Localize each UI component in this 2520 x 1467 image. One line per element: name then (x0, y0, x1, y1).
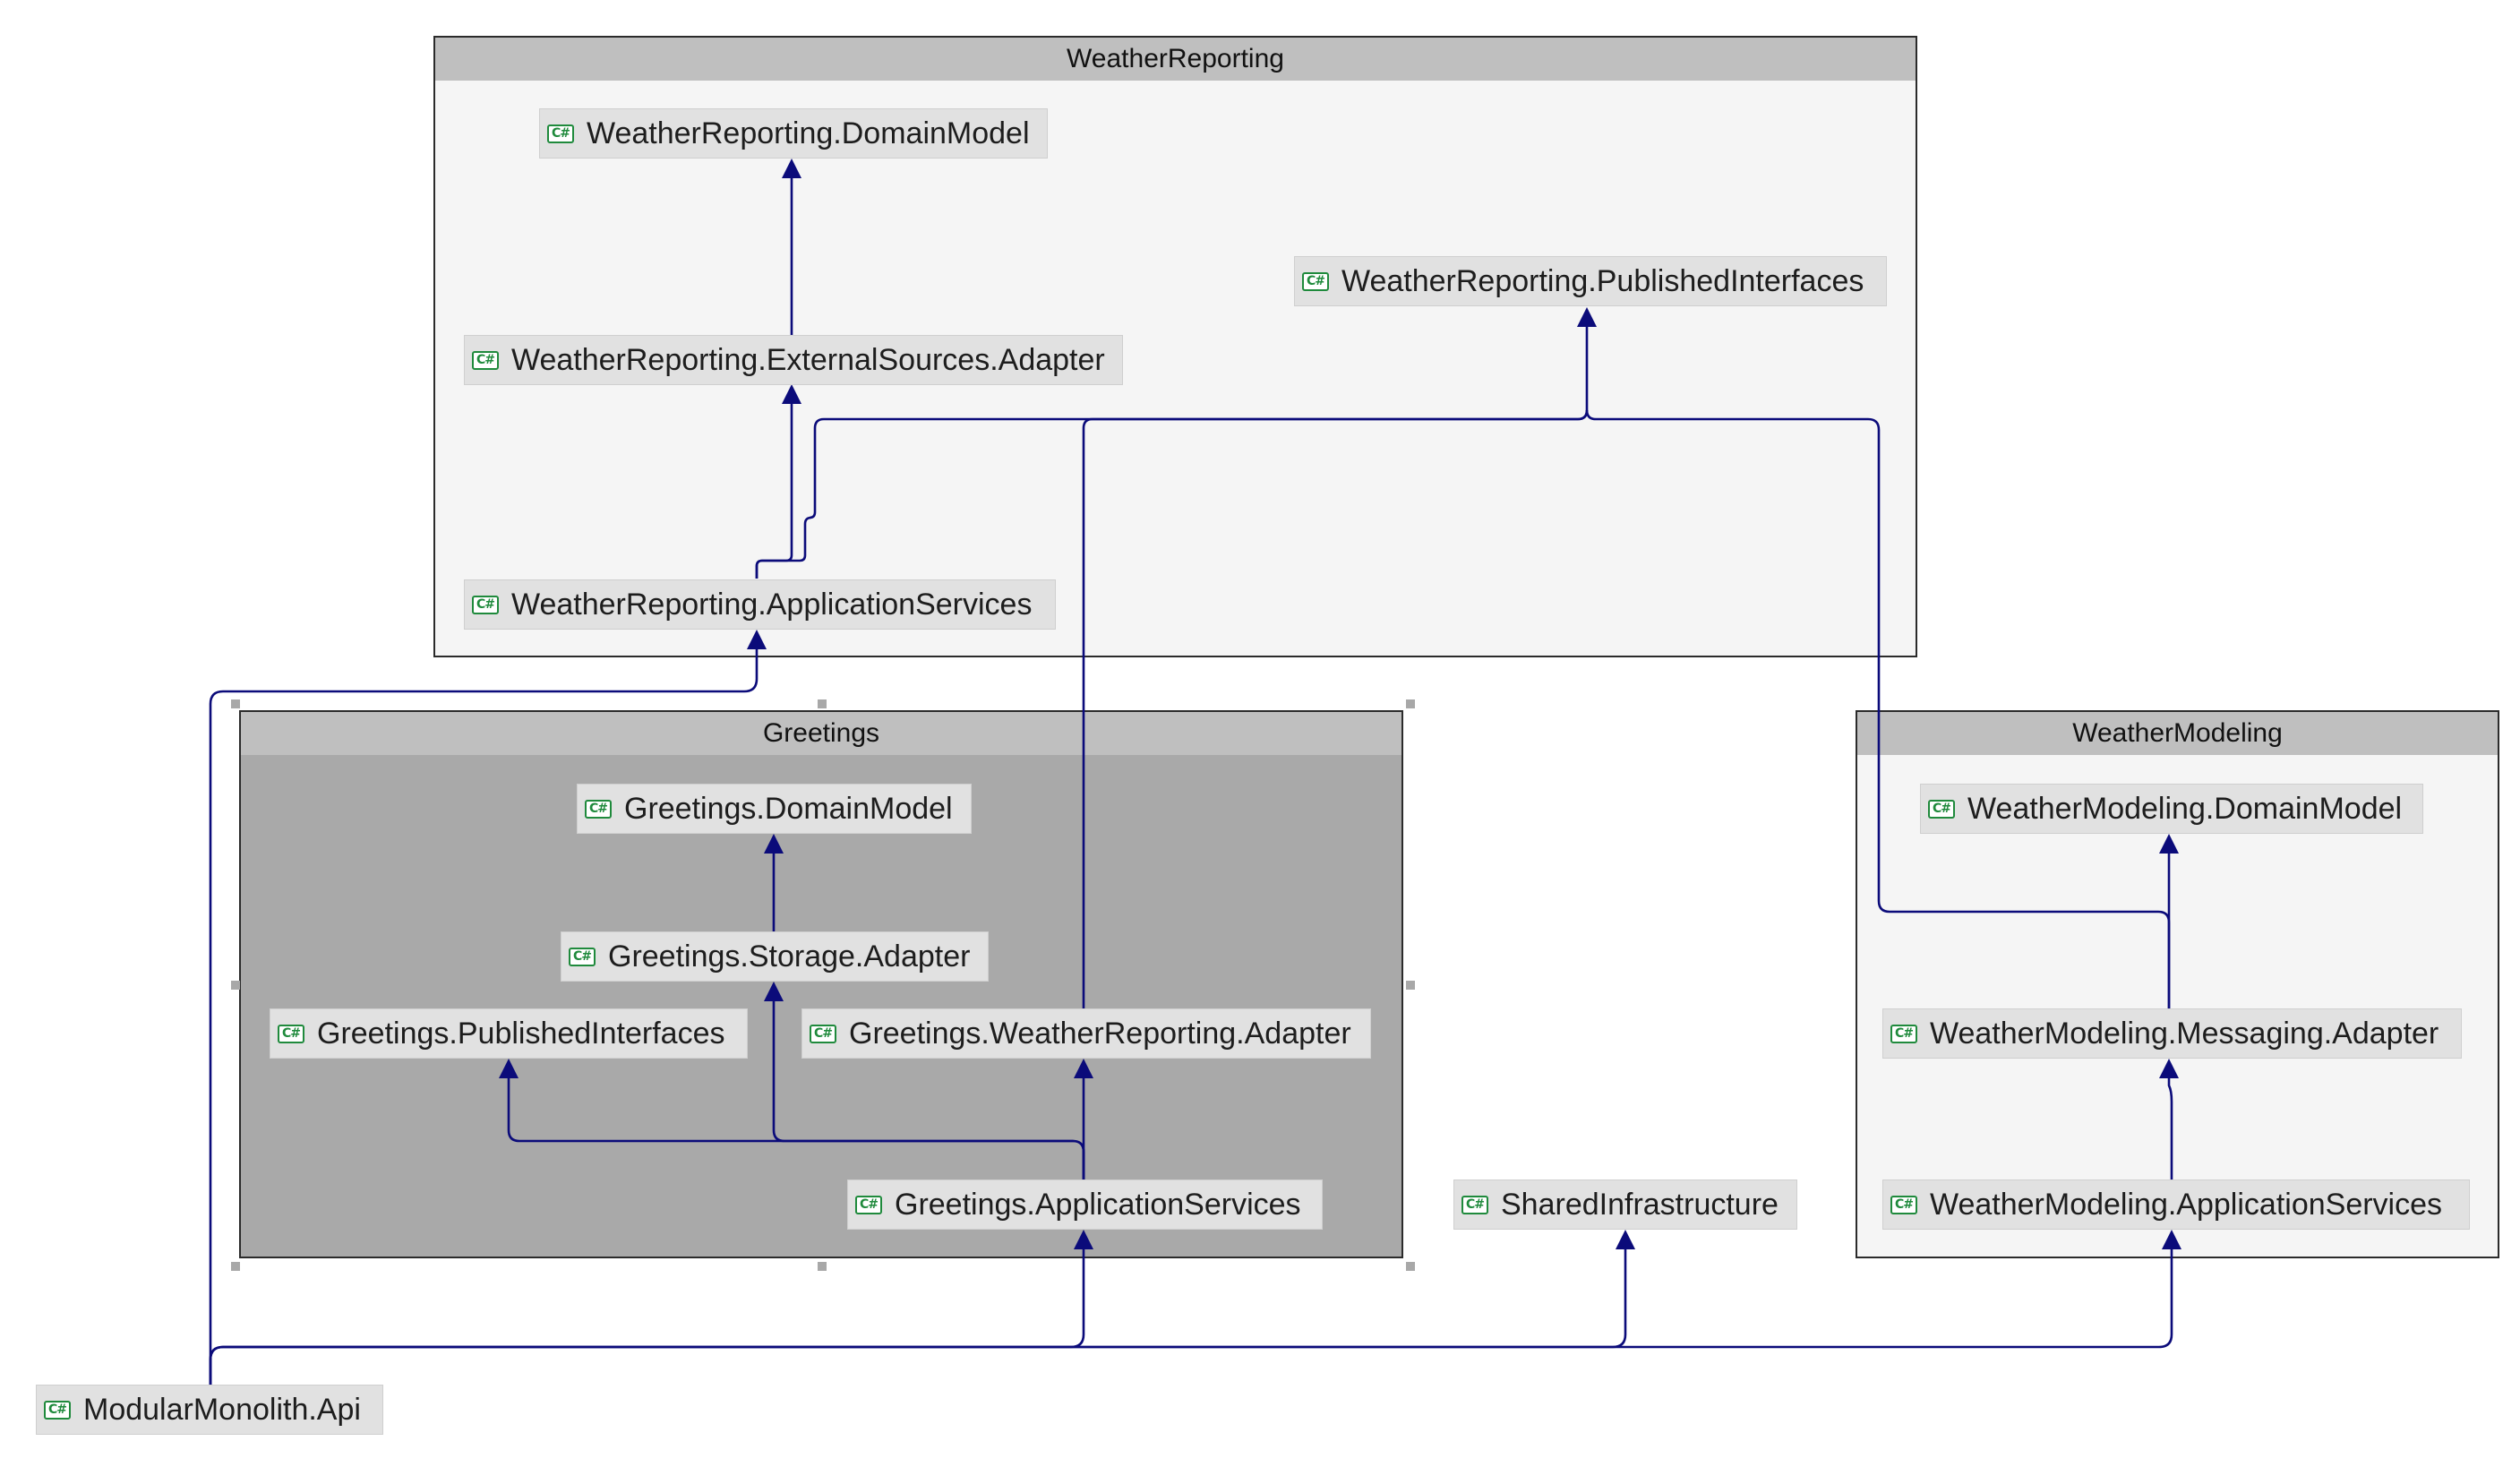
node-weather-reporting-external-sources-adapter[interactable]: C# WeatherReporting.ExternalSources.Adap… (464, 335, 1123, 385)
node-modular-monolith-api[interactable]: C# ModularMonolith.Api (36, 1385, 383, 1435)
csharp-project-icon: C# (278, 1024, 304, 1043)
node-label: WeatherReporting.ExternalSources.Adapter (511, 342, 1105, 377)
csharp-project-icon: C# (569, 947, 596, 966)
csharp-project-icon: C# (1890, 1024, 1917, 1043)
node-label: Greetings.ApplicationServices (895, 1187, 1301, 1222)
node-label: ModularMonolith.Api (83, 1392, 361, 1427)
node-weather-reporting-published-interfaces[interactable]: C# WeatherReporting.PublishedInterfaces (1294, 256, 1887, 306)
csharp-project-icon: C# (44, 1400, 71, 1420)
node-label: WeatherModeling.Messaging.Adapter (1930, 1016, 2439, 1051)
node-label: WeatherReporting.ApplicationServices (511, 587, 1033, 622)
node-label: Greetings.WeatherReporting.Adapter (849, 1016, 1351, 1051)
node-label: SharedInfrastructure (1501, 1187, 1779, 1222)
node-label: WeatherReporting.DomainModel (587, 116, 1030, 150)
resize-handle-bottom-left[interactable] (231, 1262, 240, 1271)
resize-handle-middle-right[interactable] (1406, 981, 1415, 990)
edge-api-to-wm-appservices[interactable] (209, 1247, 2173, 1385)
node-greetings-storage-adapter[interactable]: C# Greetings.Storage.Adapter (561, 931, 989, 982)
csharp-project-icon: C# (1928, 799, 1955, 819)
arrowhead-icon (1616, 1230, 1635, 1249)
node-label: WeatherModeling.ApplicationServices (1930, 1187, 2443, 1222)
node-greetings-domain-model[interactable]: C# Greetings.DomainModel (577, 784, 972, 834)
csharp-project-icon: C# (855, 1195, 882, 1214)
resize-handle-top-center[interactable] (818, 699, 827, 708)
node-greetings-application-services[interactable]: C# Greetings.ApplicationServices (847, 1180, 1323, 1230)
csharp-project-icon: C# (472, 350, 499, 370)
node-label: Greetings.PublishedInterfaces (317, 1016, 725, 1051)
resize-handle-middle-left[interactable] (231, 981, 240, 990)
node-label: WeatherModeling.DomainModel (1967, 791, 2403, 826)
csharp-project-icon: C# (547, 124, 574, 143)
group-title-weather-reporting[interactable]: WeatherReporting (435, 38, 1916, 81)
node-weather-modeling-domain-model[interactable]: C# WeatherModeling.DomainModel (1920, 784, 2423, 834)
node-weather-reporting-domain-model[interactable]: C# WeatherReporting.DomainModel (539, 108, 1048, 159)
node-weather-modeling-application-services[interactable]: C# WeatherModeling.ApplicationServices (1882, 1180, 2470, 1230)
csharp-project-icon: C# (472, 595, 499, 614)
node-label: WeatherReporting.PublishedInterfaces (1341, 263, 1864, 298)
node-greetings-weather-reporting-adapter[interactable]: C# Greetings.WeatherReporting.Adapter (801, 1008, 1371, 1059)
csharp-project-icon: C# (810, 1024, 836, 1043)
resize-handle-bottom-right[interactable] (1406, 1262, 1415, 1271)
resize-handle-bottom-center[interactable] (818, 1262, 827, 1271)
node-shared-infrastructure[interactable]: C# SharedInfrastructure (1453, 1180, 1797, 1230)
resize-handle-top-right[interactable] (1406, 699, 1415, 708)
node-weather-reporting-application-services[interactable]: C# WeatherReporting.ApplicationServices (464, 579, 1056, 630)
node-label: Greetings.Storage.Adapter (608, 939, 971, 974)
csharp-project-icon: C# (1461, 1195, 1488, 1214)
group-title-weather-modeling[interactable]: WeatherModeling (1857, 712, 2498, 755)
edge-api-to-greetings-appservices[interactable] (209, 1247, 1085, 1385)
csharp-project-icon: C# (1302, 271, 1329, 291)
csharp-project-icon: C# (585, 799, 612, 819)
csharp-project-icon: C# (1890, 1195, 1917, 1214)
node-greetings-published-interfaces[interactable]: C# Greetings.PublishedInterfaces (270, 1008, 748, 1059)
resize-handle-top-left[interactable] (231, 699, 240, 708)
node-weather-modeling-messaging-adapter[interactable]: C# WeatherModeling.Messaging.Adapter (1882, 1008, 2462, 1059)
group-title-greetings[interactable]: Greetings (241, 712, 1401, 755)
node-label: Greetings.DomainModel (624, 791, 953, 826)
